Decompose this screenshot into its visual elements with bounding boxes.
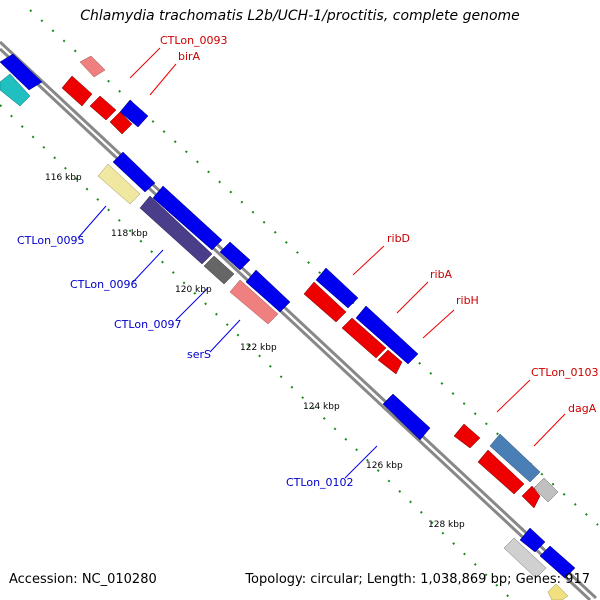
gene-feature[interactable]: [89, 95, 117, 121]
gene-feature[interactable]: [203, 255, 235, 285]
gene-feature[interactable]: [539, 545, 576, 579]
gene-labels-bottom: CTLon_0095 CTLon_0096 CTLon_0097 serS CT…: [17, 234, 354, 489]
gene-label-ctlon-0093[interactable]: CTLon_0093: [160, 34, 228, 47]
gene-feature[interactable]: [355, 305, 419, 365]
gene-label-ctlon-0097[interactable]: CTLon_0097: [114, 318, 182, 331]
gene-feature[interactable]: [119, 99, 149, 128]
reverse-strand-genes: [0, 73, 569, 600]
callout-lines-top: [129, 47, 566, 447]
gene-feature[interactable]: [377, 349, 403, 375]
gene-feature[interactable]: [109, 111, 133, 135]
scale-label-128: 128 kbp: [428, 520, 465, 530]
gene-feature[interactable]: [229, 279, 279, 325]
gene-feature[interactable]: [97, 163, 141, 205]
gene-feature[interactable]: [303, 281, 347, 323]
gene-feature[interactable]: [245, 269, 291, 313]
scale-label-118: 118 kbp: [111, 229, 148, 239]
gene-feature[interactable]: [519, 527, 546, 553]
gene-label-ctlon-0103[interactable]: CTLon_0103: [531, 366, 599, 379]
gene-feature[interactable]: [453, 423, 481, 449]
gene-feature[interactable]: [341, 317, 387, 359]
scale-label-116: 116 kbp: [45, 173, 82, 183]
gene-feature[interactable]: [61, 75, 93, 107]
gene-label-ctlon-0102[interactable]: CTLon_0102: [286, 476, 354, 489]
gene-label-ctlon-0096[interactable]: CTLon_0096: [70, 278, 138, 291]
gene-feature[interactable]: [521, 485, 541, 509]
gene-label-ribd[interactable]: ribD: [387, 232, 410, 245]
gene-feature[interactable]: [315, 267, 359, 309]
gene-feature[interactable]: [0, 73, 31, 107]
gene-label-ctlon-0095[interactable]: CTLon_0095: [17, 234, 85, 247]
gene-feature[interactable]: [547, 583, 569, 600]
scale-label-126: 126 kbp: [366, 461, 403, 471]
genome-summary: Topology: circular; Length: 1,038,869 bp…: [245, 572, 590, 587]
gene-labels-top: CTLon_0093 birA ribD ribA ribH CTLon_010…: [160, 34, 599, 415]
gene-label-sers[interactable]: serS: [187, 348, 211, 361]
gene-feature[interactable]: [382, 393, 431, 441]
gene-feature[interactable]: [112, 151, 156, 193]
gene-label-riba[interactable]: ribA: [430, 268, 453, 281]
gene-label-ribh[interactable]: ribH: [456, 294, 479, 307]
forward-strand-genes: [0, 53, 576, 579]
gene-feature[interactable]: [489, 433, 541, 483]
scale-label-120: 120 kbp: [175, 285, 212, 295]
scale-labels: 116 kbp 118 kbp 120 kbp 122 kbp 124 kbp …: [45, 173, 465, 530]
accession-label: Accession: NC_010280: [9, 572, 157, 587]
gene-feature[interactable]: [139, 195, 213, 265]
gene-feature[interactable]: [152, 185, 223, 251]
gene-feature[interactable]: [503, 537, 547, 579]
callout-lines-bottom: [77, 205, 378, 479]
gene-feature[interactable]: [0, 53, 43, 91]
gene-label-bira[interactable]: birA: [178, 50, 201, 63]
scale-label-124: 124 kbp: [303, 402, 340, 412]
gene-feature[interactable]: [477, 449, 525, 495]
genome-backbone: [0, 40, 598, 600]
gene-feature[interactable]: [219, 241, 251, 271]
gene-feature[interactable]: [533, 477, 559, 503]
gene-feature[interactable]: [79, 55, 106, 78]
map-title: Chlamydia trachomatis L2b/UCH-1/proctiti…: [80, 8, 520, 24]
scale-label-122: 122 kbp: [240, 343, 277, 353]
gene-label-daga[interactable]: dagA: [568, 402, 597, 415]
